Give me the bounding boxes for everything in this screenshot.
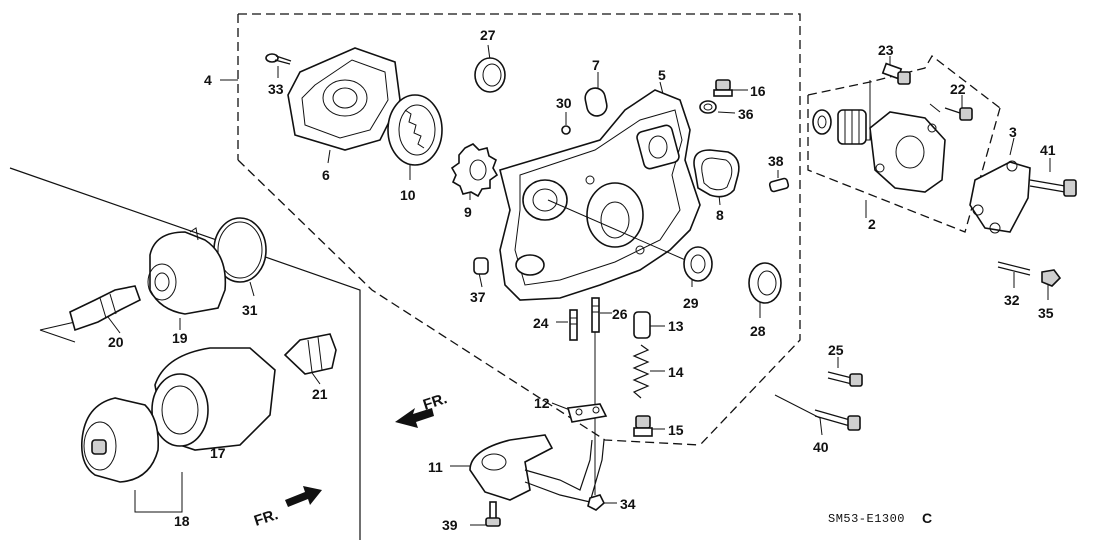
part-14-spring [632,344,650,399]
callout-27: 27 [480,27,496,43]
callout-19: 19 [172,330,188,346]
part-40-bolt [814,409,861,431]
callout-labels: 2 3 4 5 6 7 8 9 10 11 12 13 14 15 16 17 … [108,27,1056,533]
part-25-bolt [827,371,863,387]
part-31-o-ring [213,217,267,283]
part-35-nut [1041,269,1062,287]
callout-23: 23 [878,42,894,58]
callout-35: 35 [1038,305,1054,321]
callout-24: 24 [533,315,549,331]
pump-group-outline [807,55,1001,233]
part-pump-gear [837,109,867,145]
part-36-washer [699,100,717,114]
part-24-stud [569,309,578,341]
callout-9: 9 [464,204,472,220]
callout-13: 13 [668,318,684,334]
callout-25: 25 [828,342,844,358]
part-21-fitting [283,333,337,375]
callout-22: 22 [950,81,966,97]
callout-17: 17 [210,445,226,461]
callout-20: 20 [108,334,124,350]
part-20-union-bolt [69,285,141,332]
part-30-dowel [561,125,571,135]
part-38-dowel [768,177,790,193]
part-19-filter-housing [147,227,227,315]
part-33-bolt [265,53,292,65]
part-26-stud [591,297,600,495]
part-5-oil-pump-housing [499,89,701,301]
callout-2: 2 [868,216,876,232]
callout-11: 11 [428,459,443,475]
part-27-oil-seal [474,57,506,93]
part-34-nut [587,494,605,511]
callout-40: 40 [813,439,829,455]
callout-29: 29 [683,295,699,311]
part-11-oil-strainer [469,434,605,503]
part-3-bracket [969,160,1031,234]
part-39-bolt [485,501,501,527]
main-group-outline [237,13,801,446]
part-18-filter-cap [80,397,160,483]
leader-lines [39,44,1051,526]
part-9-inner-rotor [450,143,499,198]
callout-18: 18 [174,513,190,529]
callout-12: 12 [534,395,550,411]
part-15-sealing-bolt [633,415,653,437]
callout-39: 39 [442,517,458,533]
callout-6: 6 [322,167,330,183]
callout-31: 31 [242,302,258,318]
callout-28: 28 [750,323,766,339]
callout-4: 4 [204,72,212,88]
part-6-gasket [287,47,401,151]
callout-41: 41 [1040,142,1056,158]
callout-32: 32 [1004,292,1020,308]
front-arrow-lower: FR. [252,486,322,530]
part-32-stud [997,261,1031,276]
part-29-oil-seal [683,246,713,282]
callout-36: 36 [738,106,754,122]
part-7-o-ring [584,87,608,117]
callout-21: 21 [312,386,328,402]
callout-33: 33 [268,81,284,97]
part-10-outer-rotor [387,94,443,166]
filter-section-border [9,167,361,540]
callout-15: 15 [668,422,684,438]
part-2-pump-body [869,111,946,193]
part-23-bolt [881,62,911,85]
callout-14: 14 [668,364,684,380]
callout-16: 16 [750,83,766,99]
callout-3: 3 [1009,124,1017,140]
callout-34: 34 [620,496,636,512]
part-22-bolt [944,107,973,121]
diagram-code-suffix: C [922,510,932,526]
part-41-bolt [1029,179,1077,197]
callout-5: 5 [658,67,666,83]
part-17-oil-filter [151,347,276,451]
part-16-plug [713,79,733,97]
callout-7: 7 [592,57,600,73]
callout-38: 38 [768,153,784,169]
part-28-oil-seal [748,262,782,304]
callout-37: 37 [470,289,486,305]
part-pump-washer [812,109,832,135]
front-arrow-upper: FR. [395,390,449,428]
part-37-dowel [473,257,489,275]
callout-26: 26 [612,306,628,322]
front-label-upper: FR. [421,390,449,414]
part-8-o-ring [693,149,740,198]
callout-10: 10 [400,187,416,203]
part-13-relief-valve [633,311,651,339]
diagram-code: SM53-E1300 [828,512,905,526]
callout-8: 8 [716,207,724,223]
front-label-lower: FR. [252,506,280,530]
callout-30: 30 [556,95,572,111]
part-12-gasket [566,403,608,423]
